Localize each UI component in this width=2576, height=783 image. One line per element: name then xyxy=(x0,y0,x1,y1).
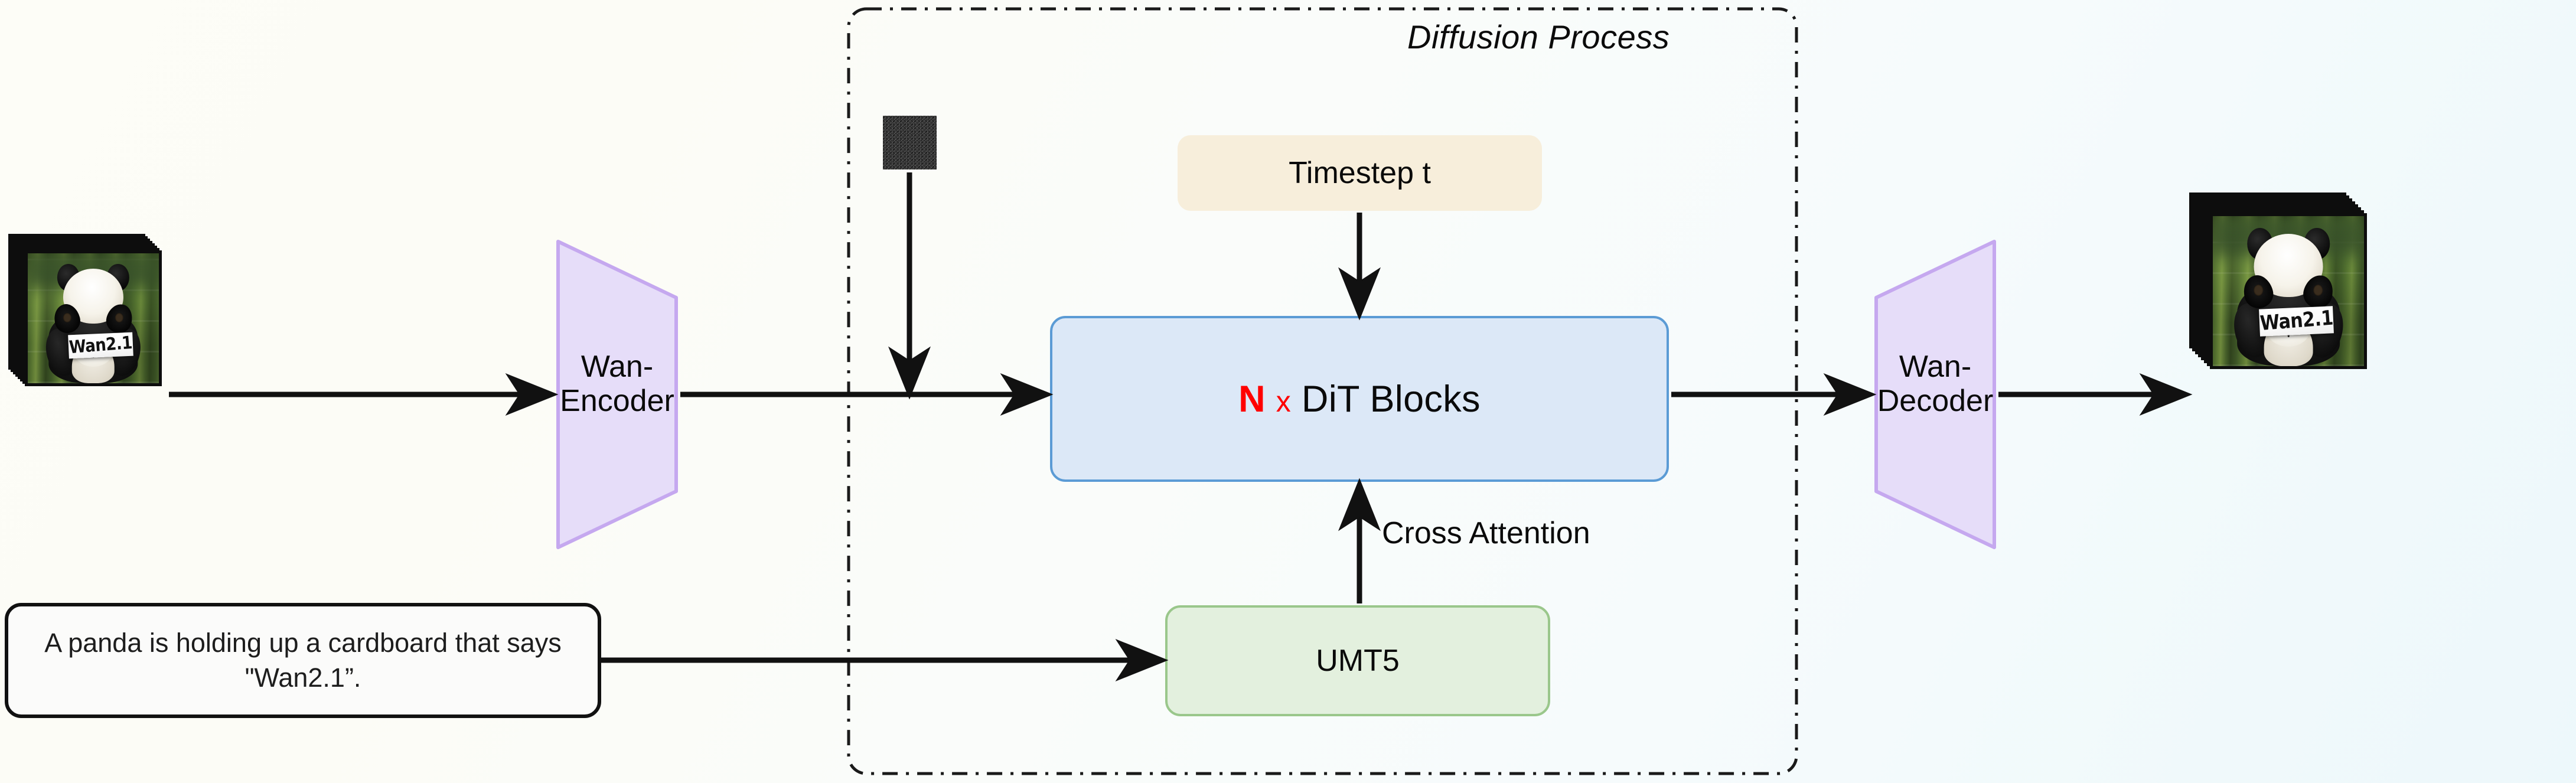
wan-decoder-node[interactable]: Wan- Decoder xyxy=(1873,239,1997,550)
noise-latent-patch xyxy=(883,116,937,169)
diffusion-container-border xyxy=(847,7,1798,775)
timestep-node[interactable]: Timestep t xyxy=(1178,135,1542,211)
cross-attention-label: Cross Attention xyxy=(1382,516,1590,550)
timestep-label: Timestep t xyxy=(1289,156,1431,190)
wan-encoder-shape xyxy=(556,240,678,549)
dit-blocks-text: DiT Blocks xyxy=(1301,378,1481,420)
cardboard-sign: Wan2.1 xyxy=(2259,306,2334,337)
output-video-frame-stack: Wan2.1 xyxy=(2189,193,2367,370)
input-video-frame-stack: Wan2.1 xyxy=(8,234,162,386)
cardboard-sign: Wan2.1 xyxy=(68,332,133,359)
front-frame: Wan2.1 xyxy=(2210,213,2367,369)
dit-blocks-label: N x DiT Blocks xyxy=(1238,378,1481,420)
wan-encoder-node[interactable]: Wan- Encoder xyxy=(555,239,679,550)
dit-multiply-symbol: x xyxy=(1276,384,1292,418)
diffusion-process-container xyxy=(846,6,1798,775)
panda-illustration xyxy=(2229,228,2348,366)
front-frame: Wan2.1 xyxy=(25,250,162,386)
wan-decoder-shape xyxy=(1874,240,1996,549)
wan-decoder-label: Wan- Decoder xyxy=(1877,350,1994,419)
panda-illustration xyxy=(41,263,145,383)
umt5-node[interactable]: UMT5 xyxy=(1165,605,1550,716)
wan-encoder-label: Wan- Encoder xyxy=(560,350,674,419)
dit-repeat-count: N xyxy=(1238,378,1266,420)
diffusion-process-title: Diffusion Process xyxy=(1407,18,1670,56)
umt5-label: UMT5 xyxy=(1316,644,1400,678)
prompt-text: A panda is holding up a cardboard that s… xyxy=(44,628,562,693)
cardboard-sign-text: Wan2.1 xyxy=(68,332,133,358)
cardboard-sign-text: Wan2.1 xyxy=(2259,306,2334,336)
prompt-text-box[interactable]: A panda is holding up a cardboard that s… xyxy=(5,603,601,718)
dit-blocks-node[interactable]: N x DiT Blocks xyxy=(1050,316,1669,482)
